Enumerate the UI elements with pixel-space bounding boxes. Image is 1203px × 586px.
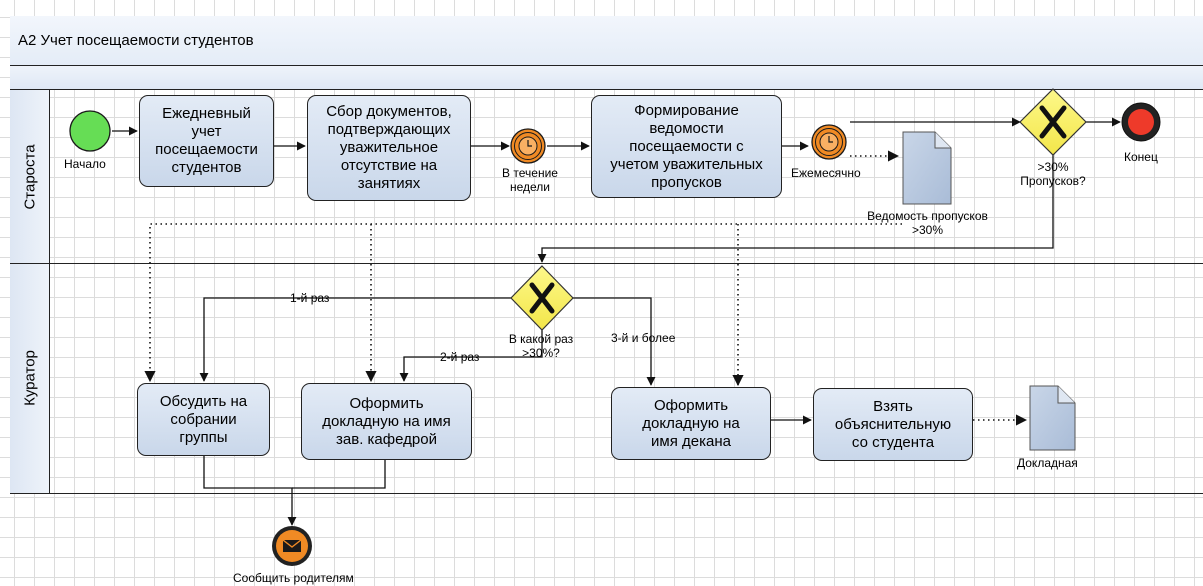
task-build-report[interactable]: Формирование ведомости посещаемости с уч… <box>591 95 782 198</box>
assoc-document-discuss <box>144 223 902 383</box>
document-memo-label: Докладная <box>1017 456 1078 470</box>
flow-head-notify <box>292 460 386 489</box>
lane-kurator: Куратор <box>10 263 50 493</box>
flow-first-label: 1-й раз <box>290 291 330 305</box>
pool-subheader <box>10 66 1203 90</box>
lane-starosta: Староста <box>10 90 50 263</box>
timer-week-label: В течение недели <box>502 166 558 194</box>
flow-third-time <box>573 297 656 386</box>
task-memo-head[interactable]: Оформить докладную на имя зав. кафедрой <box>301 383 472 460</box>
task-collect-documents[interactable]: Сбор документов, подтверждающих уважител… <box>307 95 471 201</box>
document-absences <box>902 131 952 205</box>
flow-gateway1-gateway2 <box>537 155 1054 263</box>
task-take-explanation[interactable]: Взять объяснительную со студента <box>813 388 973 461</box>
flow-third-label: 3-й и более <box>611 331 676 345</box>
document-memo <box>1029 385 1076 451</box>
gateway1-label: >30% Пропусков? <box>1020 160 1086 188</box>
gateway-exclusive-2 <box>510 265 574 331</box>
task-memo-dean[interactable]: Оформить докладную на имя декана <box>611 387 771 460</box>
start-event <box>69 110 111 152</box>
timer-month-label: Ежемесячно <box>791 166 861 180</box>
flow-second-label: 2-й раз <box>440 350 480 364</box>
flow-second-time <box>399 330 543 382</box>
flow-first-time <box>199 297 511 382</box>
end-event-label: Конец <box>1124 150 1158 164</box>
timer-event-week <box>510 128 546 164</box>
task-discuss-group[interactable]: Обсудить на собрании группы <box>137 383 270 456</box>
gateway-exclusive-1 <box>1019 88 1087 156</box>
pool-title: А2 Учет посещаемости студентов <box>18 32 254 49</box>
gateway2-label: В какой раз >30%? <box>508 332 574 360</box>
notify-parents-event <box>272 526 312 566</box>
end-event <box>1121 102 1161 142</box>
timer-event-month <box>811 124 847 160</box>
start-event-label: Начало <box>64 157 106 171</box>
flow-discuss-notify <box>203 456 297 526</box>
document-absences-label: Ведомость пропусков >30% <box>867 209 988 237</box>
notify-parents-label: Сообщить родителям <box>233 571 354 585</box>
pool-header: А2 Учет посещаемости студентов <box>10 16 1203 66</box>
lane-separator <box>10 263 1203 264</box>
task-daily-attendance[interactable]: Ежедневный учет посещаемости студентов <box>139 95 274 187</box>
